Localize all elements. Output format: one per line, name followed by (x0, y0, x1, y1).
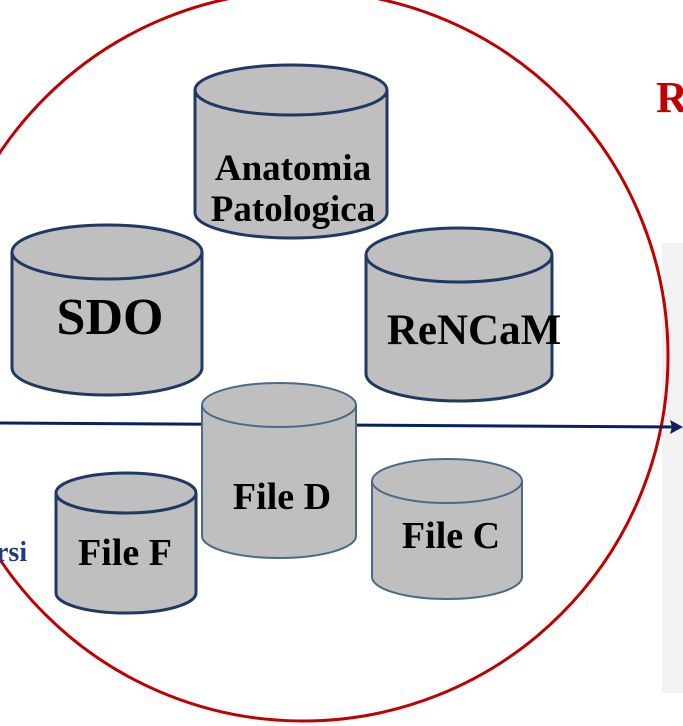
file-c-label: File C (401, 515, 501, 557)
cylinder-file-c (371, 458, 523, 600)
rencam-label: ReNCaM (386, 307, 562, 354)
cylinder-rencam (364, 226, 554, 403)
file-f-label: File F (78, 532, 172, 574)
flow-arrow-head (670, 420, 683, 434)
cylinder-file-d (201, 382, 357, 559)
file-d-label: File D (232, 476, 332, 518)
sdo-label: SDO (56, 289, 164, 346)
anatomia-label-line1: Anatomia (214, 148, 372, 189)
right-partial-title: R (656, 73, 683, 122)
data-boundary-circle (0, 0, 670, 723)
cylinder-sdo (10, 223, 204, 397)
cylinder-file-f (54, 471, 198, 615)
cylinder-anatomia-patologica (193, 63, 389, 240)
anatomia-label-line2: Patologica (210, 189, 376, 230)
left-partial-text: rsi (0, 537, 28, 568)
